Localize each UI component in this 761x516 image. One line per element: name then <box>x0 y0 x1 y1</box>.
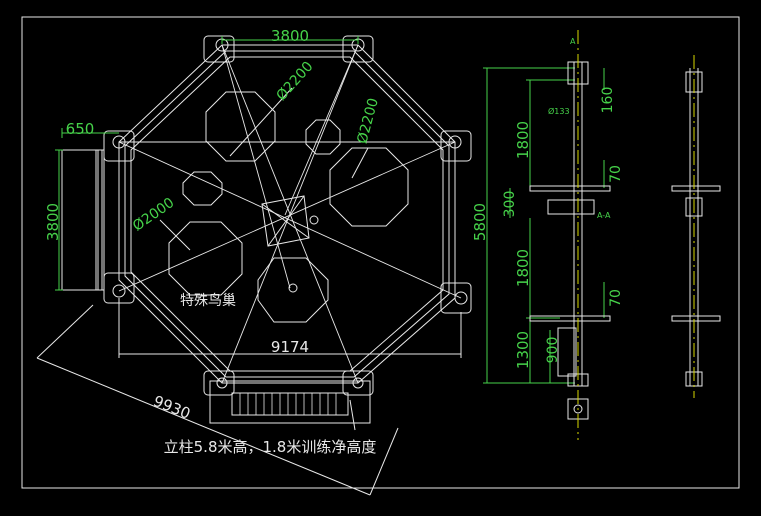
dim-gap: 300 <box>502 191 518 218</box>
nest-octagon-small <box>305 119 341 155</box>
side-crossbar-lower <box>671 315 721 322</box>
center-pivot <box>309 215 319 225</box>
section-clamp <box>547 199 595 215</box>
plan-dimensions <box>55 36 359 291</box>
diag-dim-line <box>36 357 371 496</box>
rope-lines <box>118 44 462 384</box>
octagon-inner <box>130 56 444 372</box>
post-circle <box>112 284 126 298</box>
nest-octagon-right <box>329 147 409 227</box>
dim-left-width: 3800 <box>44 203 62 241</box>
octagon-mid <box>124 50 450 378</box>
height-note: 立柱5.8米高，1.8米训练净高度 <box>164 438 377 456</box>
side-crossbar-upper <box>671 185 721 192</box>
nest-octagon-large <box>205 91 276 162</box>
nest-octagon-center <box>257 257 329 323</box>
dia-top-left: Ø2200 <box>273 59 316 104</box>
dim-seg-mid: 1800 <box>514 249 532 287</box>
lower-bracket <box>557 327 577 377</box>
diag-dim-ext <box>36 304 94 359</box>
dim-overall-width: 9174 <box>271 338 309 356</box>
post-plate <box>203 370 235 396</box>
crossbar-upper <box>529 185 611 192</box>
dia-left: Ø2000 <box>130 195 177 235</box>
special-nest-label: 特殊鸟巢 <box>180 293 236 309</box>
pole-elevation <box>529 61 611 420</box>
post-circle <box>352 377 364 389</box>
post-plate <box>103 130 135 162</box>
post-plate <box>203 35 235 63</box>
dia-leader <box>351 147 369 179</box>
base-plate-bolt <box>573 404 583 414</box>
post-plate <box>440 282 472 314</box>
plan-view <box>61 35 472 431</box>
dia-leader <box>159 219 191 251</box>
side-clamp <box>685 197 703 217</box>
dim-seg-bottom: 1300 <box>514 331 532 369</box>
dim-top-width: 3800 <box>271 27 309 45</box>
nest-center-point <box>288 283 298 293</box>
pipe-diameter: Ø133 <box>548 106 570 116</box>
dim-seg-top: 1800 <box>514 121 532 159</box>
dim-top-cap: 160 <box>600 87 616 114</box>
post-plate <box>440 130 472 162</box>
drawing-frame <box>21 16 740 489</box>
bottom-net-grid <box>231 392 349 416</box>
section-mark-a: A <box>570 37 576 46</box>
dim-seg-900: 900 <box>545 337 561 364</box>
nest-octagon-tiny <box>182 171 223 206</box>
crossbar-lower <box>529 315 611 322</box>
bottom-net-panel <box>209 380 371 424</box>
dia-leader <box>229 87 293 157</box>
dim-ring-lower: 70 <box>608 289 624 307</box>
dia-top-right: Ø2200 <box>354 96 382 145</box>
elevation-dimensions <box>483 67 605 384</box>
nest-octagon-left <box>168 221 243 296</box>
post-circle <box>454 291 468 305</box>
pole-side-view <box>671 68 721 387</box>
dim-diagonal: 9930 <box>151 392 193 423</box>
dim-total-height: 5800 <box>471 203 489 241</box>
dim-post-offset: 650 <box>66 120 95 138</box>
post-circle <box>216 377 228 389</box>
dim-ring-upper: 70 <box>608 165 624 183</box>
post-plate <box>342 370 374 396</box>
section-mark-aa: A-A <box>597 211 611 220</box>
